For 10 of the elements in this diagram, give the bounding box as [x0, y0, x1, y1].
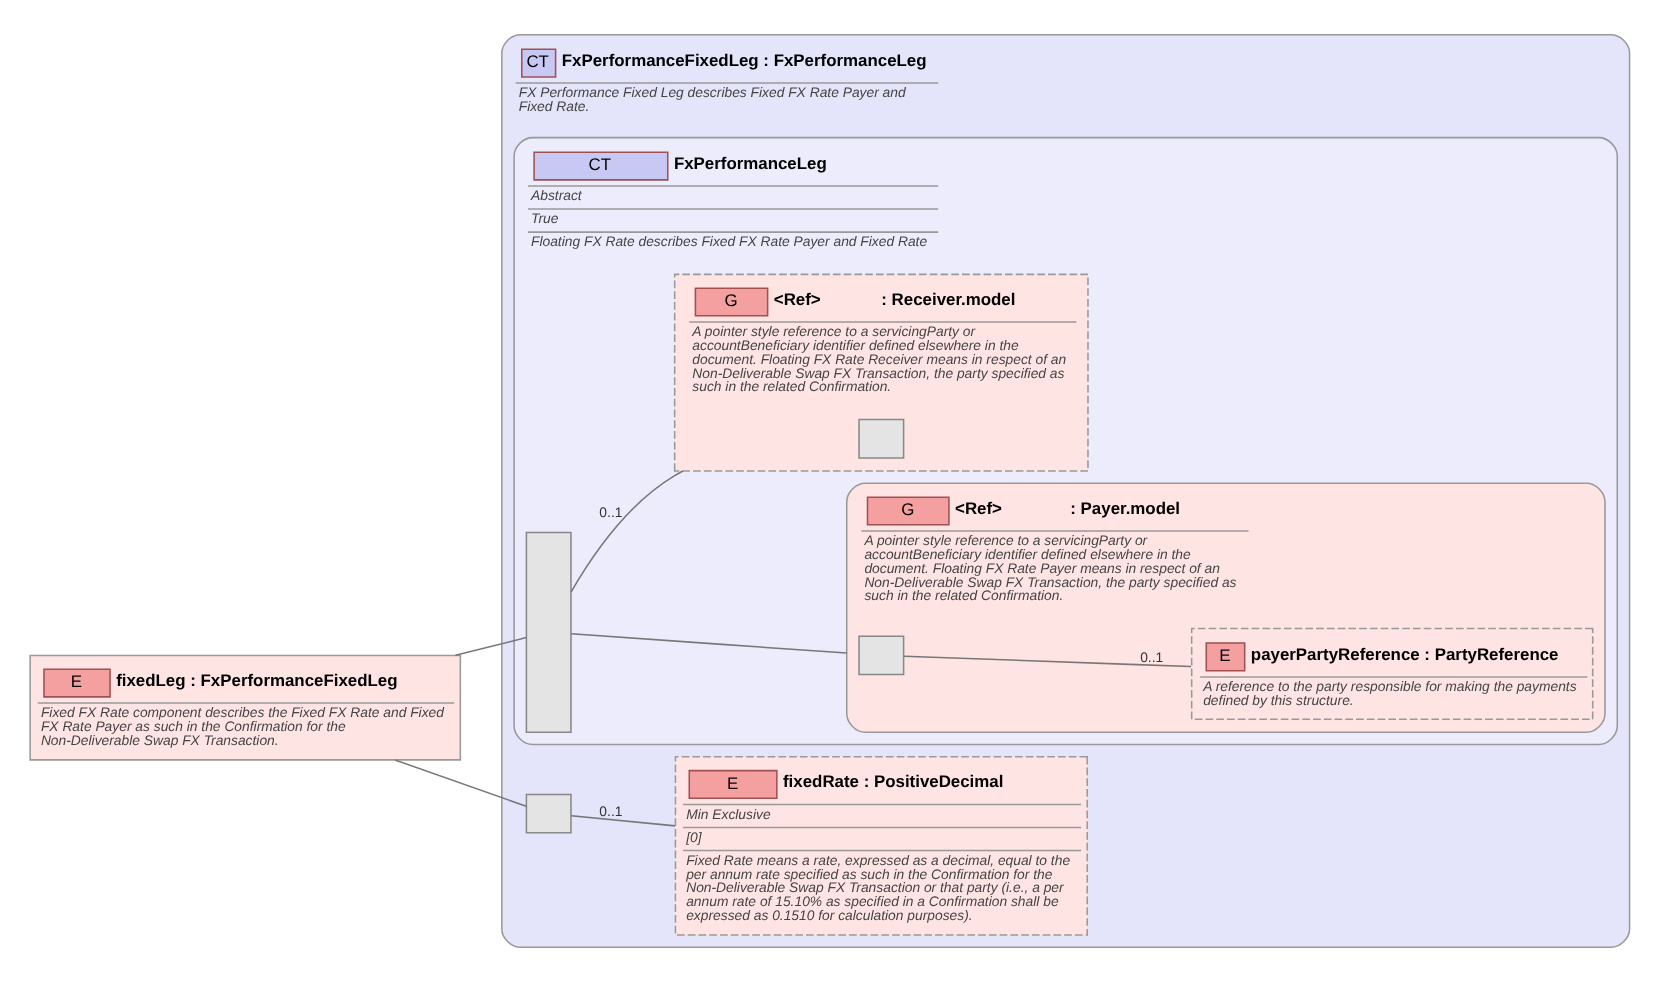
connector [570, 633, 848, 654]
connector [454, 636, 528, 657]
node-box [858, 418, 905, 459]
node-box [525, 793, 572, 834]
connector [903, 655, 1192, 668]
connector [570, 814, 676, 827]
node-box [858, 635, 905, 676]
connector [570, 470, 684, 593]
connector [394, 759, 527, 808]
node-box [525, 531, 572, 733]
